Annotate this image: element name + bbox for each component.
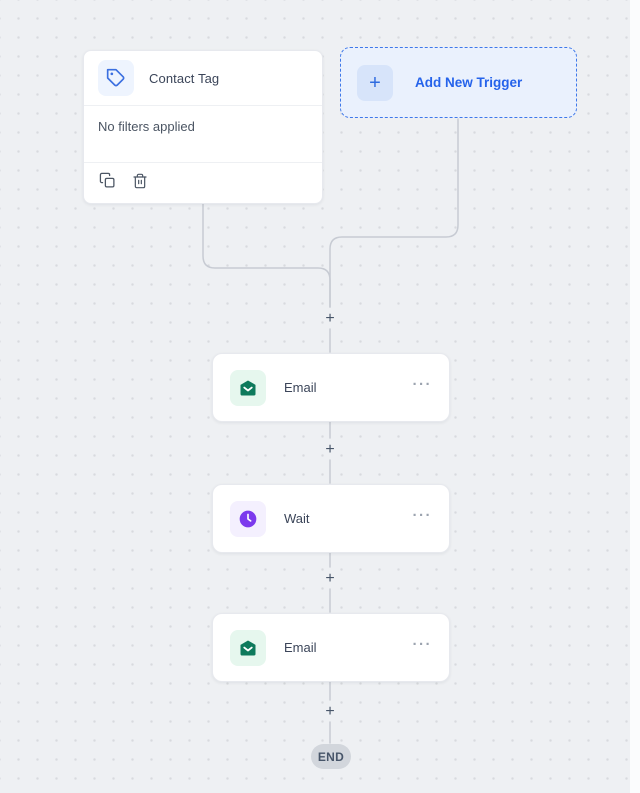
trash-icon [132, 173, 148, 194]
copy-icon [99, 172, 116, 194]
trigger-filters-text: No filters applied [84, 106, 322, 163]
plus-icon: + [357, 64, 393, 101]
clock-icon [230, 500, 266, 537]
add-step-button-1[interactable]: + [325, 310, 335, 327]
more-options-button[interactable]: ··· [412, 507, 432, 524]
delete-trigger-button[interactable] [132, 173, 148, 194]
step-card-wait[interactable]: Wait ··· [212, 484, 450, 553]
email-icon [230, 369, 266, 406]
connector-left-trigger [202, 203, 331, 308]
add-step-button-4[interactable]: + [325, 703, 335, 720]
trigger-title: Contact Tag [149, 70, 220, 86]
step-label: Email [284, 640, 317, 655]
email-icon [230, 629, 266, 666]
step-label: Wait [284, 511, 310, 526]
duplicate-trigger-button[interactable] [99, 172, 116, 194]
more-options-button[interactable]: ··· [412, 376, 432, 393]
add-new-trigger-label: Add New Trigger [415, 75, 523, 90]
step-card-email-2[interactable]: Email ··· [212, 613, 450, 682]
right-scrollbar-track[interactable] [630, 0, 640, 793]
trigger-card-header: Contact Tag [84, 51, 322, 106]
tag-icon [98, 60, 134, 96]
step-card-email-1[interactable]: Email ··· [212, 353, 450, 422]
end-node: END [311, 744, 351, 769]
add-step-button-3[interactable]: + [325, 570, 335, 587]
connector-right-trigger [329, 118, 459, 308]
step-label: Email [284, 380, 317, 395]
trigger-card-contact-tag[interactable]: Contact Tag No filters applied [83, 50, 323, 204]
add-new-trigger-button[interactable]: + Add New Trigger [340, 47, 577, 118]
trigger-card-footer [84, 163, 322, 203]
add-step-button-2[interactable]: + [325, 441, 335, 458]
more-options-button[interactable]: ··· [412, 636, 432, 653]
